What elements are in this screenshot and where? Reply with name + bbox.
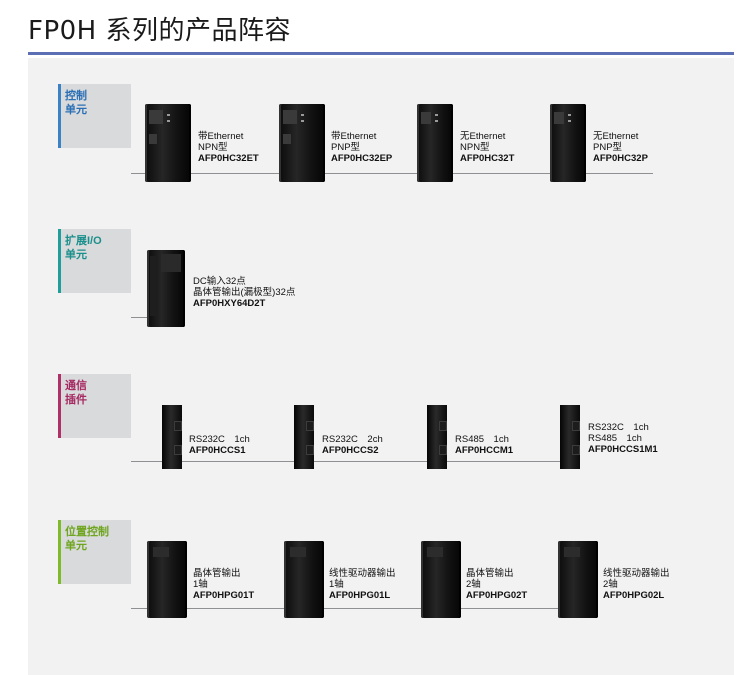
product-image-position-1 <box>147 541 187 618</box>
product-code: AFP0HPG02L <box>603 590 665 601</box>
product-code: AFP0HCCS1M1 <box>588 444 658 455</box>
product-image-control-3 <box>417 104 453 182</box>
product-control-1: 带Ethernet NPN型 AFP0HC32ET <box>198 131 259 164</box>
product-image-control-1 <box>145 104 191 182</box>
category-label-line: 单元 <box>65 104 87 116</box>
product-control-4: 无Ethernet PNP型 AFP0HC32P <box>593 131 648 164</box>
row-line-control <box>131 173 653 174</box>
product-image-control-2 <box>279 104 325 182</box>
product-control-3: 无Ethernet NPN型 AFP0HC32T <box>460 131 515 164</box>
category-accent-bar <box>58 229 61 293</box>
category-comm: 通信 插件 <box>58 374 131 438</box>
product-code: AFP0HC32P <box>593 153 648 164</box>
product-image-control-4 <box>550 104 586 182</box>
product-position-1: 晶体管输出 1轴 AFP0HPG01T <box>193 568 255 601</box>
product-image-comm-4 <box>560 405 580 469</box>
category-label-line: 控制 <box>65 90 87 102</box>
product-code: AFP0HC32EP <box>331 153 393 164</box>
product-expansion-1: DC输入32点 晶体管输出(漏极型)32点 AFP0HXY64D2T <box>193 276 296 309</box>
product-position-3: 晶体管输出 2轴 AFP0HPG02T <box>466 568 528 601</box>
product-image-position-3 <box>421 541 461 618</box>
product-code: AFP0HC32T <box>460 153 515 164</box>
category-label-line: 通信 <box>65 380 87 392</box>
category-accent-bar <box>58 84 61 148</box>
category-accent-bar <box>58 374 61 438</box>
product-comm-2: RS232C 2ch AFP0HCCS2 <box>322 434 383 456</box>
product-code: AFP0HCCM1 <box>455 445 514 456</box>
row-line-comm <box>131 461 565 462</box>
page-title: FP0H 系列的产品阵容 <box>28 16 291 46</box>
product-code: AFP0HPG01T <box>193 590 255 601</box>
category-accent-bar <box>58 520 61 584</box>
product-image-comm-2 <box>294 405 314 469</box>
category-label-line: 扩展I/O <box>65 235 102 247</box>
category-control: 控制 单元 <box>58 84 131 148</box>
title-divider <box>28 52 734 55</box>
product-comm-1: RS232C 1ch AFP0HCCS1 <box>189 434 250 456</box>
category-label-line: 单元 <box>65 540 87 552</box>
category-label-line: 单元 <box>65 249 87 261</box>
category-position: 位置控制 单元 <box>58 520 131 584</box>
product-comm-4: RS232C 1ch RS485 1ch AFP0HCCS1M1 <box>588 422 658 455</box>
product-image-position-2 <box>284 541 324 618</box>
product-position-2: 线性驱动器输出 1轴 AFP0HPG01L <box>329 568 396 601</box>
product-code: AFP0HCCS2 <box>322 445 379 456</box>
product-image-position-4 <box>558 541 598 618</box>
product-image-comm-1 <box>162 405 182 469</box>
row-line-expansion <box>131 317 151 318</box>
product-code: AFP0HCCS1 <box>189 445 246 456</box>
category-expansion: 扩展I/O 单元 <box>58 229 131 293</box>
category-label-line: 位置控制 <box>65 526 109 538</box>
product-code: AFP0HXY64D2T <box>193 298 266 309</box>
product-comm-3: RS485 1ch AFP0HCCM1 <box>455 434 514 456</box>
category-label-line: 插件 <box>65 394 87 406</box>
row-line-position <box>131 608 573 609</box>
product-image-comm-3 <box>427 405 447 469</box>
product-code: AFP0HPG02T <box>466 590 528 601</box>
product-position-4: 线性驱动器输出 2轴 AFP0HPG02L <box>603 568 670 601</box>
product-control-2: 带Ethernet PNP型 AFP0HC32EP <box>331 131 393 164</box>
product-code: AFP0HPG01L <box>329 590 391 601</box>
product-code: AFP0HC32ET <box>198 153 259 164</box>
product-image-expansion-1 <box>147 250 185 327</box>
